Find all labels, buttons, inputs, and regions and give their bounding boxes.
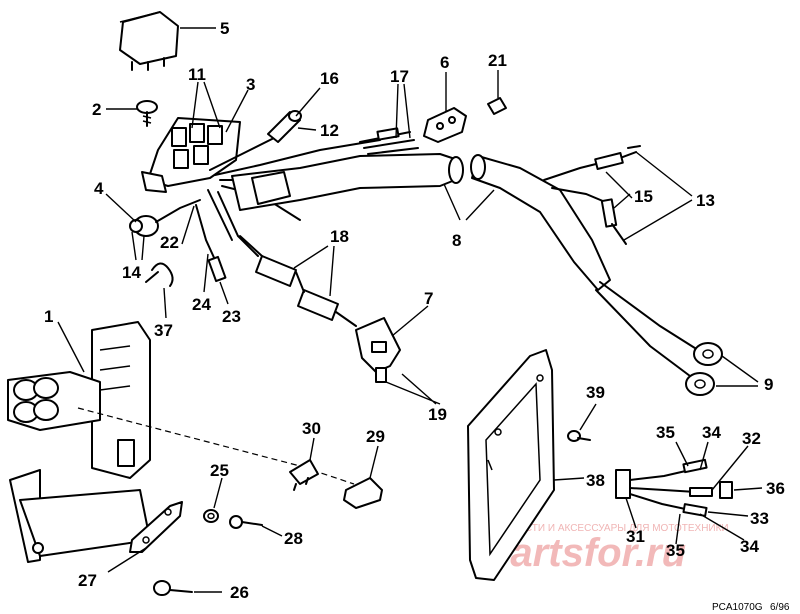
part-29-cap <box>343 477 383 509</box>
label-19: 19 <box>428 405 447 424</box>
part-5-relay <box>119 11 179 71</box>
leader-lines <box>57 27 763 593</box>
part-30-fuse <box>289 459 319 491</box>
part-26-screw <box>153 580 193 596</box>
part-9-ring-terminals <box>595 281 723 396</box>
label-5: 5 <box>220 19 229 38</box>
label-14: 14 <box>122 263 141 282</box>
part-23-bullet-connector <box>195 204 227 283</box>
watermark-tagline: ЗАПЧАСТИ И АКСЕССУАРЫ ДЛЯ МОТОТЕХНИКИ <box>492 523 729 534</box>
assembly-line-2 <box>311 469 355 485</box>
part-4-connector <box>129 199 201 237</box>
label-9: 9 <box>764 375 773 394</box>
label-29: 29 <box>366 427 385 446</box>
label-8: 8 <box>452 231 461 250</box>
assembly-line-1 <box>77 407 301 467</box>
label-1: 1 <box>44 307 53 326</box>
label-35a: 35 <box>656 423 675 442</box>
label-33: 33 <box>750 509 769 528</box>
part-1-bracket <box>7 321 151 563</box>
label-6: 6 <box>440 53 449 72</box>
label-27: 27 <box>78 571 97 590</box>
part-12-plug <box>267 110 302 143</box>
part-17-leads <box>359 127 419 155</box>
label-18: 18 <box>330 227 349 246</box>
label-28: 28 <box>284 529 303 548</box>
label-15: 15 <box>634 187 653 206</box>
part-38-cover <box>467 349 555 581</box>
label-2: 2 <box>92 100 101 119</box>
part-39-screw <box>567 430 591 442</box>
label-24: 24 <box>192 295 211 314</box>
label-17: 17 <box>390 67 409 86</box>
part-3-terminal-block <box>141 117 241 193</box>
part-31-switch <box>615 458 733 517</box>
part-21-bullet <box>487 97 507 115</box>
part-37-clip <box>145 262 174 287</box>
label-34a: 34 <box>702 423 721 442</box>
label-23: 23 <box>222 307 241 326</box>
footer-code: PCA1070G <box>712 602 763 613</box>
label-12: 12 <box>320 121 339 140</box>
label-31: 31 <box>626 527 645 546</box>
part-8-harness-sheath <box>231 153 611 291</box>
label-7: 7 <box>424 289 433 308</box>
part-13-leads <box>543 145 641 245</box>
footer-date: 6/96 <box>770 602 790 613</box>
label-34b: 34 <box>740 537 759 556</box>
label-22: 22 <box>160 233 179 252</box>
part-labels: 5 2 11 3 16 12 17 6 21 4 14 22 24 23 37 … <box>44 19 785 602</box>
label-30: 30 <box>302 419 321 438</box>
label-37: 37 <box>154 321 173 340</box>
footer: PCA1070G 6/96 <box>712 602 790 613</box>
label-38: 38 <box>586 471 605 490</box>
label-25: 25 <box>210 461 229 480</box>
part-7-connector <box>355 317 401 383</box>
label-32: 32 <box>742 429 761 448</box>
label-39: 39 <box>586 383 605 402</box>
part-18-sleeve <box>239 235 357 327</box>
part-6-connector <box>423 107 467 143</box>
label-36: 36 <box>766 479 785 498</box>
label-35b: 35 <box>666 541 685 560</box>
label-4: 4 <box>94 179 104 198</box>
label-3: 3 <box>246 75 255 94</box>
label-21: 21 <box>488 51 507 70</box>
label-26: 26 <box>230 583 249 602</box>
part-25-washer <box>203 509 219 523</box>
part-2-screw <box>136 100 158 127</box>
part-28-screw <box>229 515 263 529</box>
label-11: 11 <box>188 65 206 84</box>
part-27-plate <box>129 501 183 553</box>
label-13: 13 <box>696 191 715 210</box>
label-16: 16 <box>320 69 339 88</box>
